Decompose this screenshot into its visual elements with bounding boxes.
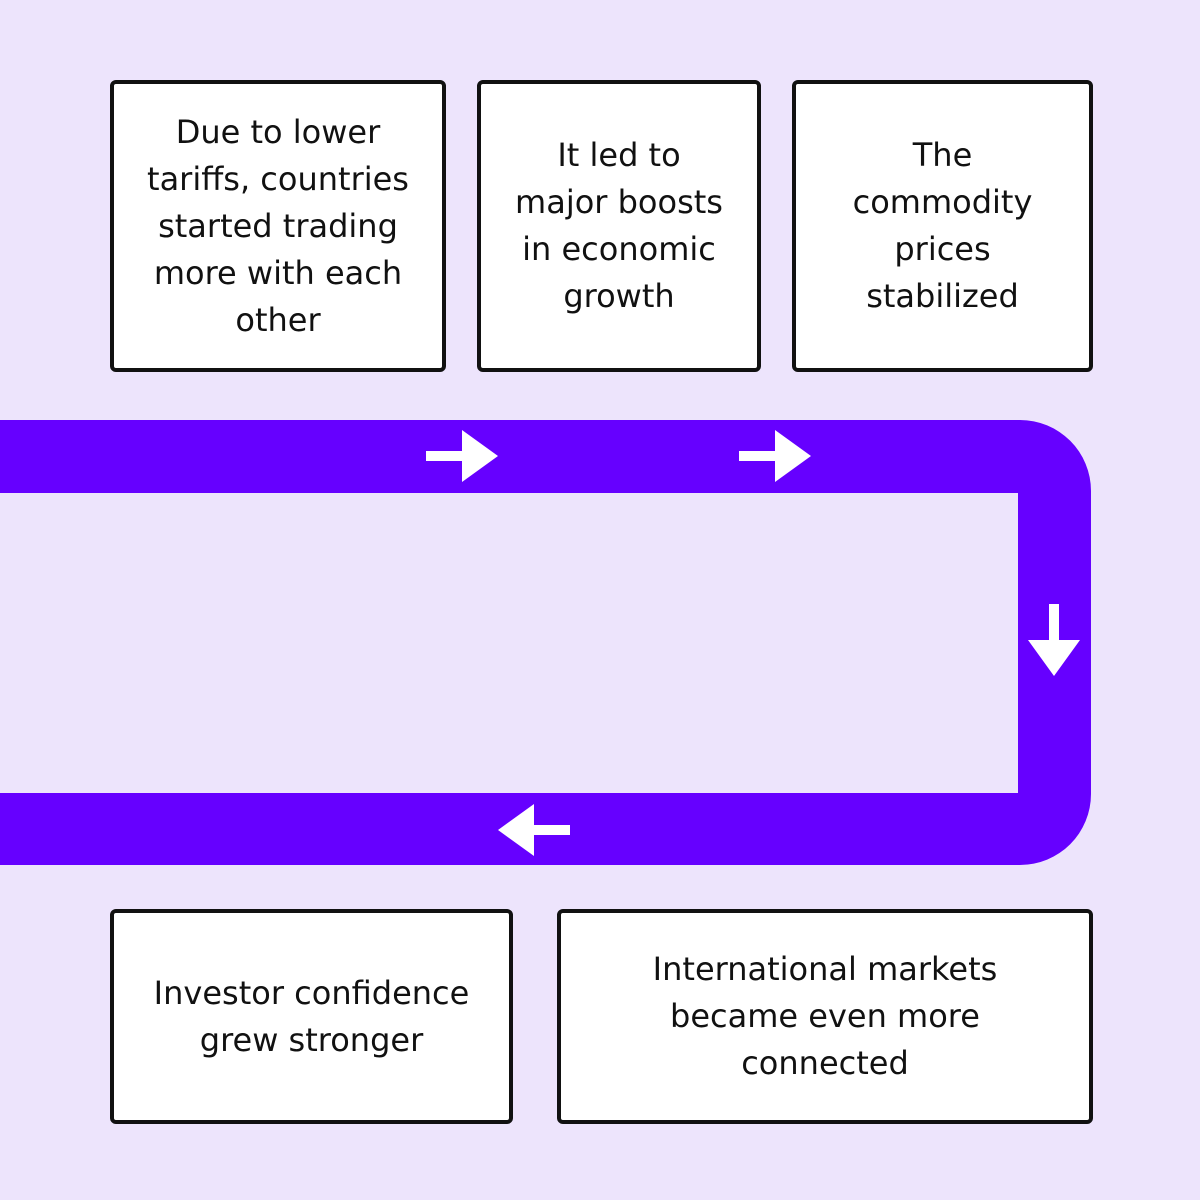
step-text: International markets became even more c… bbox=[652, 950, 998, 1082]
step-box-commodity-prices: The commodity prices stabilized bbox=[792, 80, 1093, 372]
step-text: Investor confidence grew stronger bbox=[153, 973, 470, 1059]
arrow-right-icon bbox=[739, 430, 811, 482]
flow-arrows bbox=[426, 430, 1080, 856]
step-text: The commodity prices stabilized bbox=[852, 136, 1033, 315]
arrow-right-icon bbox=[426, 430, 498, 482]
step-box-lower-tariffs: Due to lower tariffs, countries started … bbox=[110, 80, 446, 372]
arrow-down-icon bbox=[1028, 604, 1080, 676]
step-box-investor-confidence: Investor confidence grew stronger bbox=[110, 909, 513, 1124]
step-box-economic-growth: It led to major boosts in economic growt… bbox=[477, 80, 761, 372]
arrow-left-icon bbox=[498, 804, 570, 856]
step-box-markets-connected: International markets became even more c… bbox=[557, 909, 1093, 1124]
step-text: It led to major boosts in economic growt… bbox=[515, 136, 723, 315]
step-text: Due to lower tariffs, countries started … bbox=[147, 112, 409, 339]
flow-track-band bbox=[0, 420, 1091, 865]
